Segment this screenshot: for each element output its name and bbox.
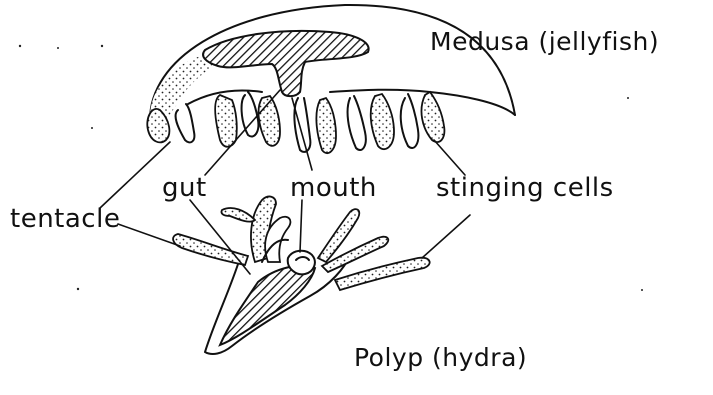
stinging-cells-label: stinging cells	[436, 173, 614, 203]
medusa-tentacle	[371, 94, 394, 149]
medusa-gut	[203, 31, 368, 96]
medusa-tentacle	[294, 98, 310, 152]
medusa-tentacle	[259, 96, 280, 146]
medusa-tentacle	[421, 92, 444, 142]
tentacle-label: tentacle	[10, 204, 120, 234]
medusa-tentacle	[401, 94, 419, 148]
mouth-label: mouth	[290, 173, 377, 203]
polyp-tentacle	[173, 234, 248, 265]
medusa-tentacle	[348, 96, 366, 150]
gut-label: gut	[162, 173, 207, 203]
mouth-leader-polyp	[300, 200, 302, 252]
medusa-tentacle	[176, 104, 195, 142]
polyp-label: Polyp (hydra)	[354, 343, 527, 372]
tentacle-leader-polyp	[118, 224, 180, 246]
stinging-cells-leader-medusa	[434, 140, 465, 175]
polyp-mouth	[288, 251, 315, 275]
medusa-tentacle	[215, 95, 237, 147]
medusa-bell-rim	[430, 92, 515, 115]
medusa-label: Medusa (jellyfish)	[430, 27, 659, 56]
stinging-cells-leader-polyp	[422, 215, 470, 258]
polyp-tentacle	[221, 208, 255, 222]
medusa-tentacle	[316, 98, 336, 153]
tentacle-leader-medusa	[100, 142, 170, 208]
